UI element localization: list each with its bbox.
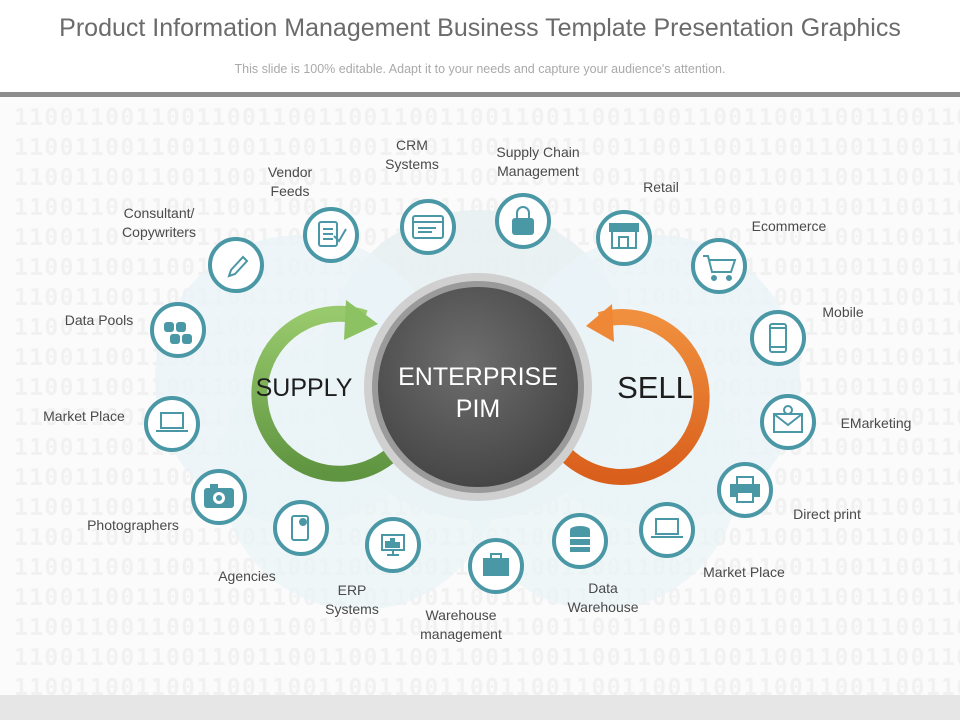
email-icon — [773, 405, 803, 433]
binary-row: 1100110011001100110011001100110011001100… — [14, 645, 960, 671]
label-vendor-feeds-2: Feeds — [270, 183, 310, 199]
label-data-warehouse-1: Data — [588, 580, 618, 596]
mobile-phone-icon — [769, 323, 787, 353]
label-mobile: Mobile — [822, 304, 864, 320]
node-crm-systems — [400, 199, 456, 255]
supply-arrow — [251, 300, 423, 482]
window-icon — [412, 215, 444, 239]
node-vendor-feeds — [303, 207, 359, 263]
node-market-place-right — [639, 502, 695, 558]
enterprise-pim-hub — [364, 273, 592, 501]
binary-row: 1100110011001100110011001100110011001100… — [14, 165, 960, 191]
node-ecommerce — [691, 238, 747, 294]
monitor-chart-icon — [381, 534, 405, 556]
label-crm-1: CRM — [396, 137, 428, 153]
label-consultant-2: Copywriters — [122, 224, 196, 240]
briefcase-icon — [483, 553, 509, 576]
node-data-pools — [150, 302, 206, 358]
page-title: Product Information Management Business … — [59, 14, 901, 42]
node-emarketing — [760, 394, 816, 450]
page-subtitle: This slide is 100% editable. Adapt it to… — [234, 62, 726, 76]
pencil-icon — [227, 255, 249, 278]
laptop-icon — [651, 518, 683, 538]
label-data-pools: Data Pools — [64, 312, 134, 328]
label-warehouse-management-2: management — [420, 626, 502, 642]
checklist-icon — [318, 221, 347, 247]
center-label-line1: ENTERPRISE — [398, 363, 558, 391]
label-ecommerce: Ecommerce — [751, 218, 827, 234]
label-supply-chain-2: Management — [497, 163, 579, 179]
node-supply-chain — [495, 193, 551, 249]
node-agencies — [273, 500, 329, 556]
node-consultant — [208, 237, 264, 293]
footer-bar — [0, 695, 960, 720]
label-erp-1: ERP — [337, 582, 367, 598]
node-market-place-left — [144, 396, 200, 452]
sell-arrow — [537, 304, 710, 486]
shopping-cart-icon — [703, 255, 737, 281]
binary-row: 1100110011001100110011001100110011001100… — [14, 615, 960, 641]
label-crm-2: Systems — [385, 156, 439, 172]
label-supply-chain-1: Supply Chain — [496, 144, 580, 160]
label-erp-2: Systems — [325, 601, 379, 617]
data-stack-icon — [164, 322, 192, 344]
printer-icon — [730, 476, 760, 503]
binary-row: 1100110011001100110011001100110011001100… — [14, 135, 960, 161]
label-market-place-left: Market Place — [43, 408, 125, 424]
node-data-warehouse — [552, 513, 608, 569]
node-erp-systems — [365, 517, 421, 573]
binary-row: 1100110011001100110011001100110011001100… — [14, 675, 960, 695]
storefront-icon — [609, 223, 639, 249]
center-label-line2: PIM — [455, 395, 501, 423]
node-mobile — [750, 310, 806, 366]
label-market-place-right: Market Place — [703, 564, 785, 580]
node-photographers — [191, 469, 247, 525]
tablet-icon — [291, 515, 309, 541]
camera-icon — [204, 484, 234, 508]
laptop-icon — [156, 412, 188, 432]
header-divider — [0, 92, 960, 97]
supply-label: SUPPLY — [255, 374, 353, 402]
node-retail — [596, 210, 652, 266]
label-emarketing: EMarketing — [840, 415, 912, 431]
label-agencies: Agencies — [218, 568, 276, 584]
label-data-warehouse-2: Warehouse — [567, 599, 639, 615]
label-consultant-1: Consultant/ — [123, 205, 195, 221]
label-retail: Retail — [643, 179, 679, 195]
database-icon — [570, 526, 590, 552]
label-photographers: Photographers — [87, 517, 179, 533]
binary-row: 1100110011001100110011001100110011001100… — [14, 105, 960, 131]
label-warehouse-management-1: Warehouse — [425, 607, 497, 623]
label-vendor-feeds-1: Vendor — [267, 164, 313, 180]
sell-label: SELL — [617, 370, 693, 405]
lock-icon — [512, 206, 534, 235]
node-warehouse-management — [468, 538, 524, 594]
label-direct-print: Direct print — [793, 506, 861, 522]
node-direct-print — [717, 462, 773, 518]
